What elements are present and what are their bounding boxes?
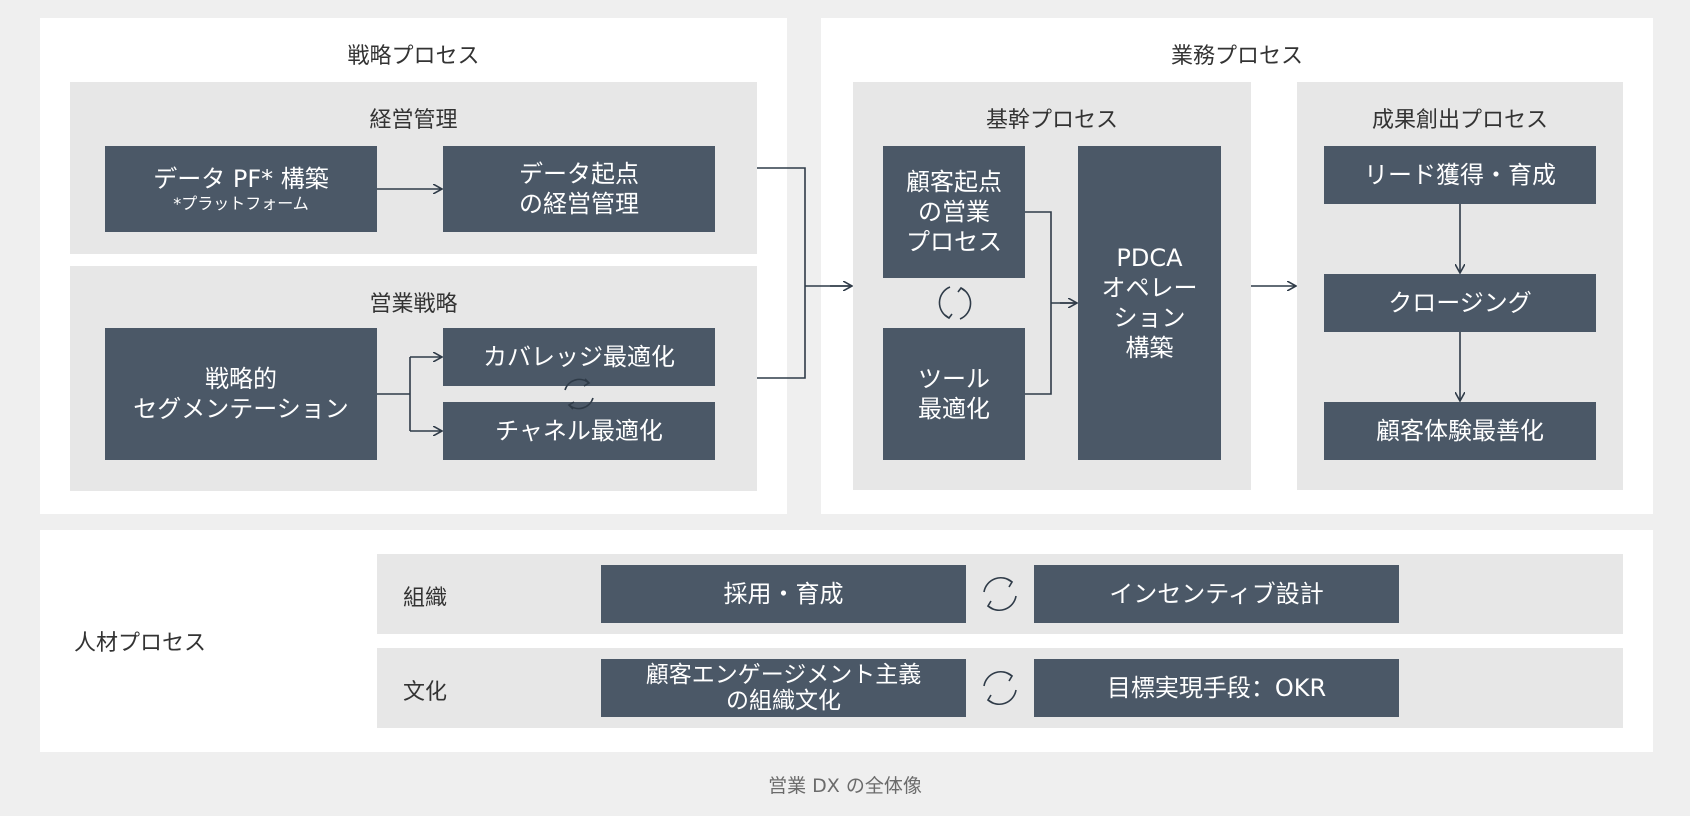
closing-box: クロージング xyxy=(1324,274,1596,332)
core-process-title: 基幹プロセス xyxy=(985,108,1118,133)
hiring-box: 採用・育成 xyxy=(601,565,966,623)
customer-process-box: 顧客起点 の営業 プロセス xyxy=(883,146,1025,278)
tool-optimization-box: ツール 最適化 xyxy=(883,328,1025,460)
pdca-box: PDCA オペレー ション 構築 xyxy=(1078,146,1221,460)
strategy-title: 戦略プロセス xyxy=(347,44,480,69)
coverage-box: カバレッジ最適化 xyxy=(443,328,715,386)
data-driven-management-box: データ起点 の経営管理 xyxy=(443,146,715,232)
data-platform-footnote: *プラットフォーム xyxy=(173,194,309,214)
diagram-caption: 営業 DX の全体像 xyxy=(768,775,922,797)
okr-box: 目標実現手段：OKR xyxy=(1034,659,1399,717)
segmentation-box: 戦略的 セグメンテーション xyxy=(105,328,377,460)
operations-title: 業務プロセス xyxy=(1170,44,1303,69)
management-title: 経営管理 xyxy=(369,108,458,133)
customer-experience-box: 顧客体験最善化 xyxy=(1324,402,1596,460)
organization-label: 組織 xyxy=(403,586,448,611)
outcome-process-title: 成果創出プロセス xyxy=(1371,108,1548,133)
engagement-culture-box: 顧客エンゲージメント主義 の組織文化 xyxy=(601,659,966,717)
lead-box: リード獲得・育成 xyxy=(1324,146,1596,204)
talent-title: 人材プロセス xyxy=(74,631,207,656)
culture-row xyxy=(377,648,1623,728)
organization-row xyxy=(377,554,1623,634)
culture-label: 文化 xyxy=(403,680,448,705)
data-platform-box: データ PF* 構築 *プラットフォーム xyxy=(105,146,377,232)
sales-strategy-title: 営業戦略 xyxy=(369,292,458,317)
incentive-box: インセンティブ設計 xyxy=(1034,565,1399,623)
data-platform-label: データ PF* 構築 xyxy=(153,165,329,194)
channel-box: チャネル最適化 xyxy=(443,402,715,460)
